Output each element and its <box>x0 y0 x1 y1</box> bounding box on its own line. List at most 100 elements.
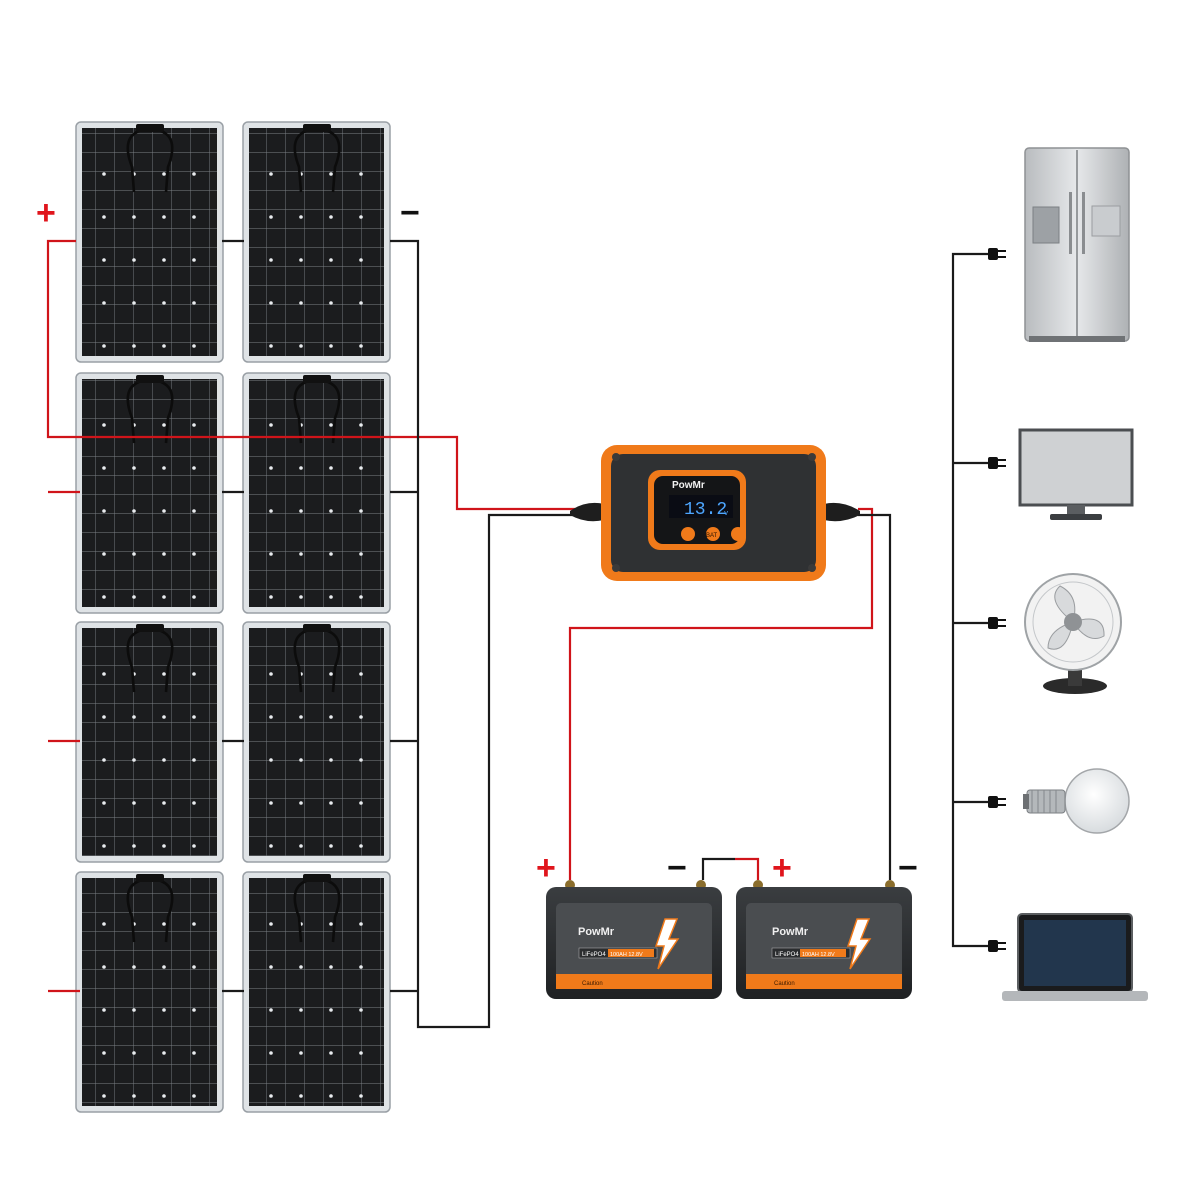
negative-bus-wire <box>390 239 578 1029</box>
bus-dot <box>132 965 136 969</box>
junction-box-icon <box>136 124 164 132</box>
bus-dot <box>162 1008 166 1012</box>
bus-dot <box>162 1094 166 1098</box>
bus-dot <box>162 922 166 926</box>
bus-dot <box>269 172 273 176</box>
battery-link-positive <box>735 857 760 880</box>
bus-dot <box>329 595 333 599</box>
bus-dot <box>299 215 303 219</box>
screw-icon <box>808 564 816 572</box>
bus-dot <box>192 801 196 805</box>
plug-icon <box>988 940 1006 952</box>
bus-dot <box>162 965 166 969</box>
bus-dot <box>299 509 303 513</box>
junction-box-icon <box>136 624 164 632</box>
bus-dot <box>102 301 106 305</box>
bus-dot <box>132 552 136 556</box>
bus-dot <box>132 215 136 219</box>
bus-dot <box>132 1051 136 1055</box>
bus-dot <box>329 965 333 969</box>
controller-cable-right <box>824 502 860 522</box>
bus-dot <box>192 1094 196 1098</box>
screw-icon <box>612 453 620 461</box>
plug-icon <box>988 617 1006 629</box>
controller-down-button[interactable] <box>731 527 745 541</box>
battery-chem: LiFePO4 <box>775 952 799 958</box>
fan-icon <box>1024 573 1122 694</box>
junction-box-icon <box>303 375 331 383</box>
bus-dot <box>329 509 333 513</box>
bus-dot <box>359 595 363 599</box>
plug-group <box>988 248 1006 952</box>
bus-dot <box>359 965 363 969</box>
controller-up-button[interactable] <box>681 527 695 541</box>
battery2-positive-sign: + <box>772 849 792 887</box>
bus-dot <box>299 758 303 762</box>
bus-dot <box>329 1008 333 1012</box>
battery-footer-band <box>556 974 712 989</box>
battery-rating-badge <box>608 949 654 957</box>
load-wiring <box>951 252 988 948</box>
battery1-negative-sign: − <box>667 849 687 887</box>
panel-cells <box>82 128 217 356</box>
panel-cells <box>249 379 384 607</box>
bus-dot <box>269 423 273 427</box>
bus-dot <box>132 344 136 348</box>
refrigerator-icon <box>1024 147 1130 342</box>
bus-dot <box>269 758 273 762</box>
bus-dot <box>269 595 273 599</box>
bus-dot <box>269 672 273 676</box>
charge-controller: PowMr 13.2 v BAT <box>570 445 860 581</box>
battery-link-negative <box>701 857 735 880</box>
bus-dot <box>359 172 363 176</box>
bus-dot <box>269 922 273 926</box>
lightning-icon <box>846 918 872 970</box>
battery-footer-band <box>746 974 902 989</box>
bus-dot <box>329 344 333 348</box>
bus-dot <box>269 1051 273 1055</box>
monitor-icon <box>1018 428 1134 520</box>
bus-dot <box>359 715 363 719</box>
bus-dot <box>102 1094 106 1098</box>
bus-dot <box>359 258 363 262</box>
panel-wiring <box>46 239 578 1029</box>
battery-wiring <box>568 507 892 880</box>
junction-box-icon <box>136 375 164 383</box>
bus-dot <box>192 758 196 762</box>
bus-dot <box>329 844 333 848</box>
bus-dot <box>162 552 166 556</box>
controller-mode-button[interactable] <box>706 527 720 541</box>
bus-dot <box>299 715 303 719</box>
bus-dot <box>299 466 303 470</box>
bus-dot <box>359 1008 363 1012</box>
bus-dot <box>299 595 303 599</box>
bus-dot <box>269 466 273 470</box>
battery1-positive-sign: + <box>536 849 556 887</box>
bus-dot <box>299 801 303 805</box>
battery-rating-badge <box>800 949 846 957</box>
plug-icon <box>988 248 1006 260</box>
bus-dot <box>359 672 363 676</box>
controller-brand: PowMr <box>672 480 705 491</box>
lcd-screen <box>669 495 733 518</box>
bus-dot <box>102 595 106 599</box>
panel-negative-sign: − <box>400 194 420 232</box>
solar-panel <box>242 871 391 1113</box>
bus-dot <box>132 1008 136 1012</box>
bus-dot <box>269 552 273 556</box>
bus-dot <box>162 801 166 805</box>
bus-dot <box>329 758 333 762</box>
bus-dot <box>162 423 166 427</box>
bus-dot <box>192 466 196 470</box>
junction-box-icon <box>303 874 331 882</box>
bus-dot <box>162 844 166 848</box>
solar-panel <box>75 871 224 1113</box>
bus-dot <box>269 715 273 719</box>
battery-rating: 100AH 12.8V <box>802 952 835 958</box>
battery-1: PowMr LiFePO4 100AH 12.8V Caution <box>546 880 722 999</box>
battery-brand: PowMr <box>578 926 615 938</box>
bus-dot <box>329 172 333 176</box>
bus-dot <box>162 509 166 513</box>
panel-cells <box>249 878 384 1106</box>
